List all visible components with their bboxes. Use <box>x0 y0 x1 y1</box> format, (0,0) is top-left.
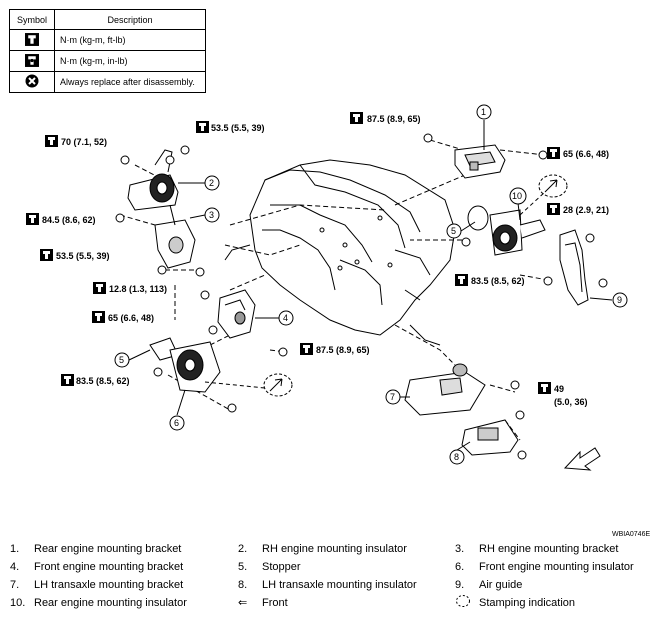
torque-label: 87.5 (8.9, 65) <box>316 345 370 355</box>
list-item: 6. Front engine mounting insulator <box>455 558 655 576</box>
part-name: Front engine mounting bracket <box>34 561 184 573</box>
rh-engine-mounting-insulator <box>127 149 179 211</box>
part-name: RH engine mounting bracket <box>479 543 619 555</box>
list-item: 9. Air guide <box>455 576 655 594</box>
part-name: Front engine mounting insulator <box>479 561 634 573</box>
torque-label: 28 (2.9, 21) <box>563 205 609 215</box>
part-number: 3. <box>455 543 465 555</box>
torque-label: 83.5 (8.5, 62) <box>76 376 130 386</box>
legend-row-text: N·m (kg-m, in-lb) <box>54 50 206 72</box>
list-item: Stamping indication <box>455 594 655 612</box>
part-name: LH transaxle mounting insulator <box>262 579 417 591</box>
list-item: 4. Front engine mounting bracket <box>10 558 238 576</box>
part-name: Stopper <box>262 561 301 573</box>
air-guide <box>559 229 589 306</box>
stamping-indication-icon <box>456 595 470 607</box>
part-number: 4. <box>10 561 20 573</box>
engine-block <box>224 159 456 346</box>
parts-row: 1. Rear engine mounting bracket 2. RH engi… <box>10 540 660 558</box>
legend-header-description: Description <box>54 9 206 30</box>
dashed-leaders <box>119 139 549 441</box>
torque-wrench-inlb-icon <box>25 53 39 67</box>
torque-label: 53.5 (5.5, 39) <box>211 123 265 133</box>
torque-label: (5.0, 36) <box>554 397 588 407</box>
torque-label: 87.5 (8.9, 65) <box>367 114 421 124</box>
part-name: Rear engine mounting bracket <box>34 543 182 555</box>
front-arrow-glyph: ⇐ <box>238 597 248 609</box>
part-number: 1. <box>10 543 20 555</box>
part-number: 2. <box>238 543 248 555</box>
part-number: 8. <box>238 579 248 591</box>
symbol-legend-table: Symbol Description N·m (kg-m, ft-lb) N·m… <box>9 9 206 93</box>
torque-labels: 70 (7.1, 52) 53.5 (5.5, 39) 87.5 (8.9, 6… <box>42 114 609 407</box>
rh-engine-mounting-bracket <box>154 204 196 269</box>
list-item: 8. LH transaxle mounting insulator <box>238 576 455 594</box>
rear-engine-mounting-insulator <box>467 205 546 256</box>
svg-text:8: 8 <box>454 452 459 462</box>
part-number: 7. <box>10 579 20 591</box>
list-item: 10. Rear engine mounting insulator <box>10 594 238 612</box>
part-number: 10. <box>10 597 26 609</box>
front-engine-mounting-bracket <box>217 289 256 339</box>
svg-text:9: 9 <box>617 295 622 305</box>
stamping-indication-mid <box>263 373 293 397</box>
parts-row: 7. LH transaxle mounting bracket 8. LH tra… <box>10 576 660 594</box>
always-replace-icon <box>25 74 39 88</box>
figure-code: WBIA0746E <box>612 531 650 538</box>
part-name: Air guide <box>479 579 523 591</box>
svg-text:2: 2 <box>209 178 214 188</box>
torque-wrench-icon <box>25 32 39 46</box>
list-item: 2. RH engine mounting insulator <box>238 540 455 558</box>
svg-text:1: 1 <box>481 107 486 117</box>
torque-label: 12.8 (1.3, 113) <box>109 284 167 294</box>
front-arrow-icon <box>563 447 601 471</box>
dashed-pointer-top <box>519 191 546 216</box>
list-item: 5. Stopper <box>238 558 455 576</box>
legend-row-text: Always replace after disassembly. <box>54 71 206 93</box>
list-item: 3. RH engine mounting bracket <box>455 540 655 558</box>
torque-label: 49 <box>554 384 564 394</box>
part-number: 5. <box>238 561 248 573</box>
svg-text:7: 7 <box>390 392 395 402</box>
part-name: Rear engine mounting insulator <box>34 597 187 609</box>
svg-text:5: 5 <box>451 226 456 236</box>
legend-row-text: N·m (kg-m, ft-lb) <box>54 29 206 51</box>
list-item: ⇐ Front <box>238 594 455 612</box>
parts-row: 10. Rear engine mounting insulator ⇐ Front… <box>10 594 660 612</box>
part-number: 6. <box>455 561 465 573</box>
callout-numbers: 1 2 3 4 5 5 6 7 8 9 10 <box>119 107 622 462</box>
callouts <box>114 104 628 465</box>
svg-text:6: 6 <box>174 418 179 428</box>
part-name: LH transaxle mounting bracket <box>34 579 184 591</box>
svg-text:4: 4 <box>283 313 288 323</box>
legend-header-symbol: Symbol <box>9 9 55 30</box>
torque-label: 65 (6.6, 48) <box>108 313 154 323</box>
parts-list: 1. Rear engine mounting bracket 2. RH engi… <box>10 540 660 612</box>
svg-text:5: 5 <box>119 355 124 365</box>
part-name: RH engine mounting insulator <box>262 543 407 555</box>
list-item: 1. Rear engine mounting bracket <box>10 540 238 558</box>
torque-label: 70 (7.1, 52) <box>61 137 107 147</box>
lh-transaxle-mounting-bracket <box>404 363 486 416</box>
part-name: Stamping indication <box>479 597 576 609</box>
bolts <box>115 133 608 460</box>
torque-label: 65 (6.6, 48) <box>563 149 609 159</box>
rear-engine-mounting-bracket <box>454 144 506 179</box>
torque-label: 53.5 (5.5, 39) <box>56 251 110 261</box>
torque-label: 83.5 (8.5, 62) <box>471 276 525 286</box>
parts-row: 4. Front engine mounting bracket 5. Stoppe… <box>10 558 660 576</box>
dashed-pointer-mid <box>204 381 266 389</box>
svg-text:3: 3 <box>209 210 214 220</box>
list-item: 7. LH transaxle mounting bracket <box>10 576 238 594</box>
stamping-indication-top <box>538 174 568 198</box>
torque-label: 84.5 (8.6, 62) <box>42 215 96 225</box>
svg-text:10: 10 <box>512 191 522 201</box>
lh-transaxle-mounting-insulator <box>461 419 519 456</box>
exploded-diagram: 70 (7.1, 52) 53.5 (5.5, 39) 87.5 (8.9, 6… <box>26 104 650 538</box>
front-engine-mounting-insulator <box>149 337 221 393</box>
part-number: 9. <box>455 579 465 591</box>
part-name: Front <box>262 597 288 609</box>
